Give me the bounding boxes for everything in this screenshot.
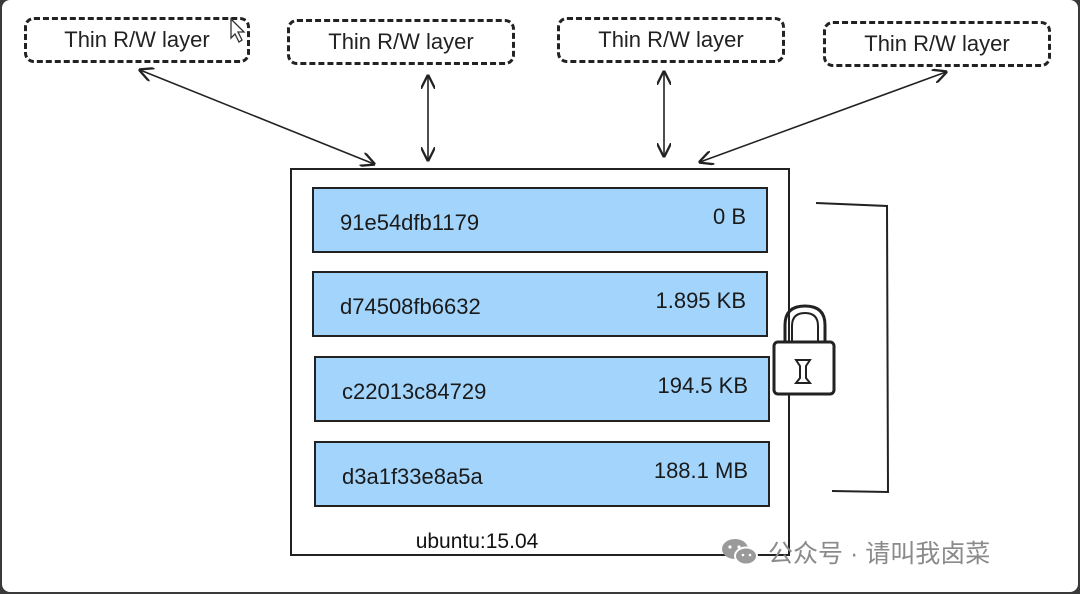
- container-rw-layer-2: Thin R/W layer: [287, 19, 515, 65]
- layer-size: 0 B: [712, 204, 746, 229]
- container-rw-layer-1: Thin R/W layer: [24, 17, 250, 63]
- layer-id: d3a1f33e8a5a: [342, 464, 483, 489]
- rw-layer-label: Thin R/W layer: [328, 29, 474, 54]
- arrow-rw1-to-image: [140, 70, 374, 164]
- rw-layer-label: Thin R/W layer: [598, 27, 744, 52]
- image-layer-2: d74508fb6632 1.895 KB: [312, 271, 768, 337]
- lock-icon: [772, 304, 836, 396]
- rw-layer-label: Thin R/W layer: [864, 31, 1010, 56]
- image-layer-3: c22013c84729 194.5 KB: [314, 356, 770, 422]
- image-layer-4: d3a1f33e8a5a 188.1 MB: [314, 441, 770, 507]
- mouse-cursor-icon: [230, 17, 246, 43]
- wechat-icon: [722, 539, 758, 566]
- read-only-bracket: [815, 202, 890, 494]
- container-rw-layer-4: Thin R/W layer: [823, 21, 1051, 67]
- watermark-text: 公众号 · 请叫我卤菜: [768, 540, 991, 568]
- layer-size: 1.895 KB: [655, 288, 746, 313]
- arrow-rw4-to-image: [700, 72, 946, 162]
- layer-id: d74508fb6632: [340, 294, 481, 319]
- image-layer-1: 91e54dfb1179 0 B: [312, 187, 768, 253]
- image-name-label: ubuntu:15.04: [415, 530, 539, 553]
- watermark: 公众号 · 请叫我卤菜: [720, 534, 990, 570]
- layer-size: 188.1 MB: [653, 458, 748, 483]
- container-rw-layer-3: Thin R/W layer: [557, 17, 785, 63]
- layer-id: c22013c84729: [342, 379, 487, 404]
- layer-id: 91e54dfb1179: [340, 210, 480, 235]
- rw-layer-label: Thin R/W layer: [64, 27, 210, 52]
- layer-size: 194.5 KB: [657, 373, 748, 398]
- image-box: 91e54dfb1179 0 B d74508fb6632 1.895 KB c…: [290, 168, 790, 556]
